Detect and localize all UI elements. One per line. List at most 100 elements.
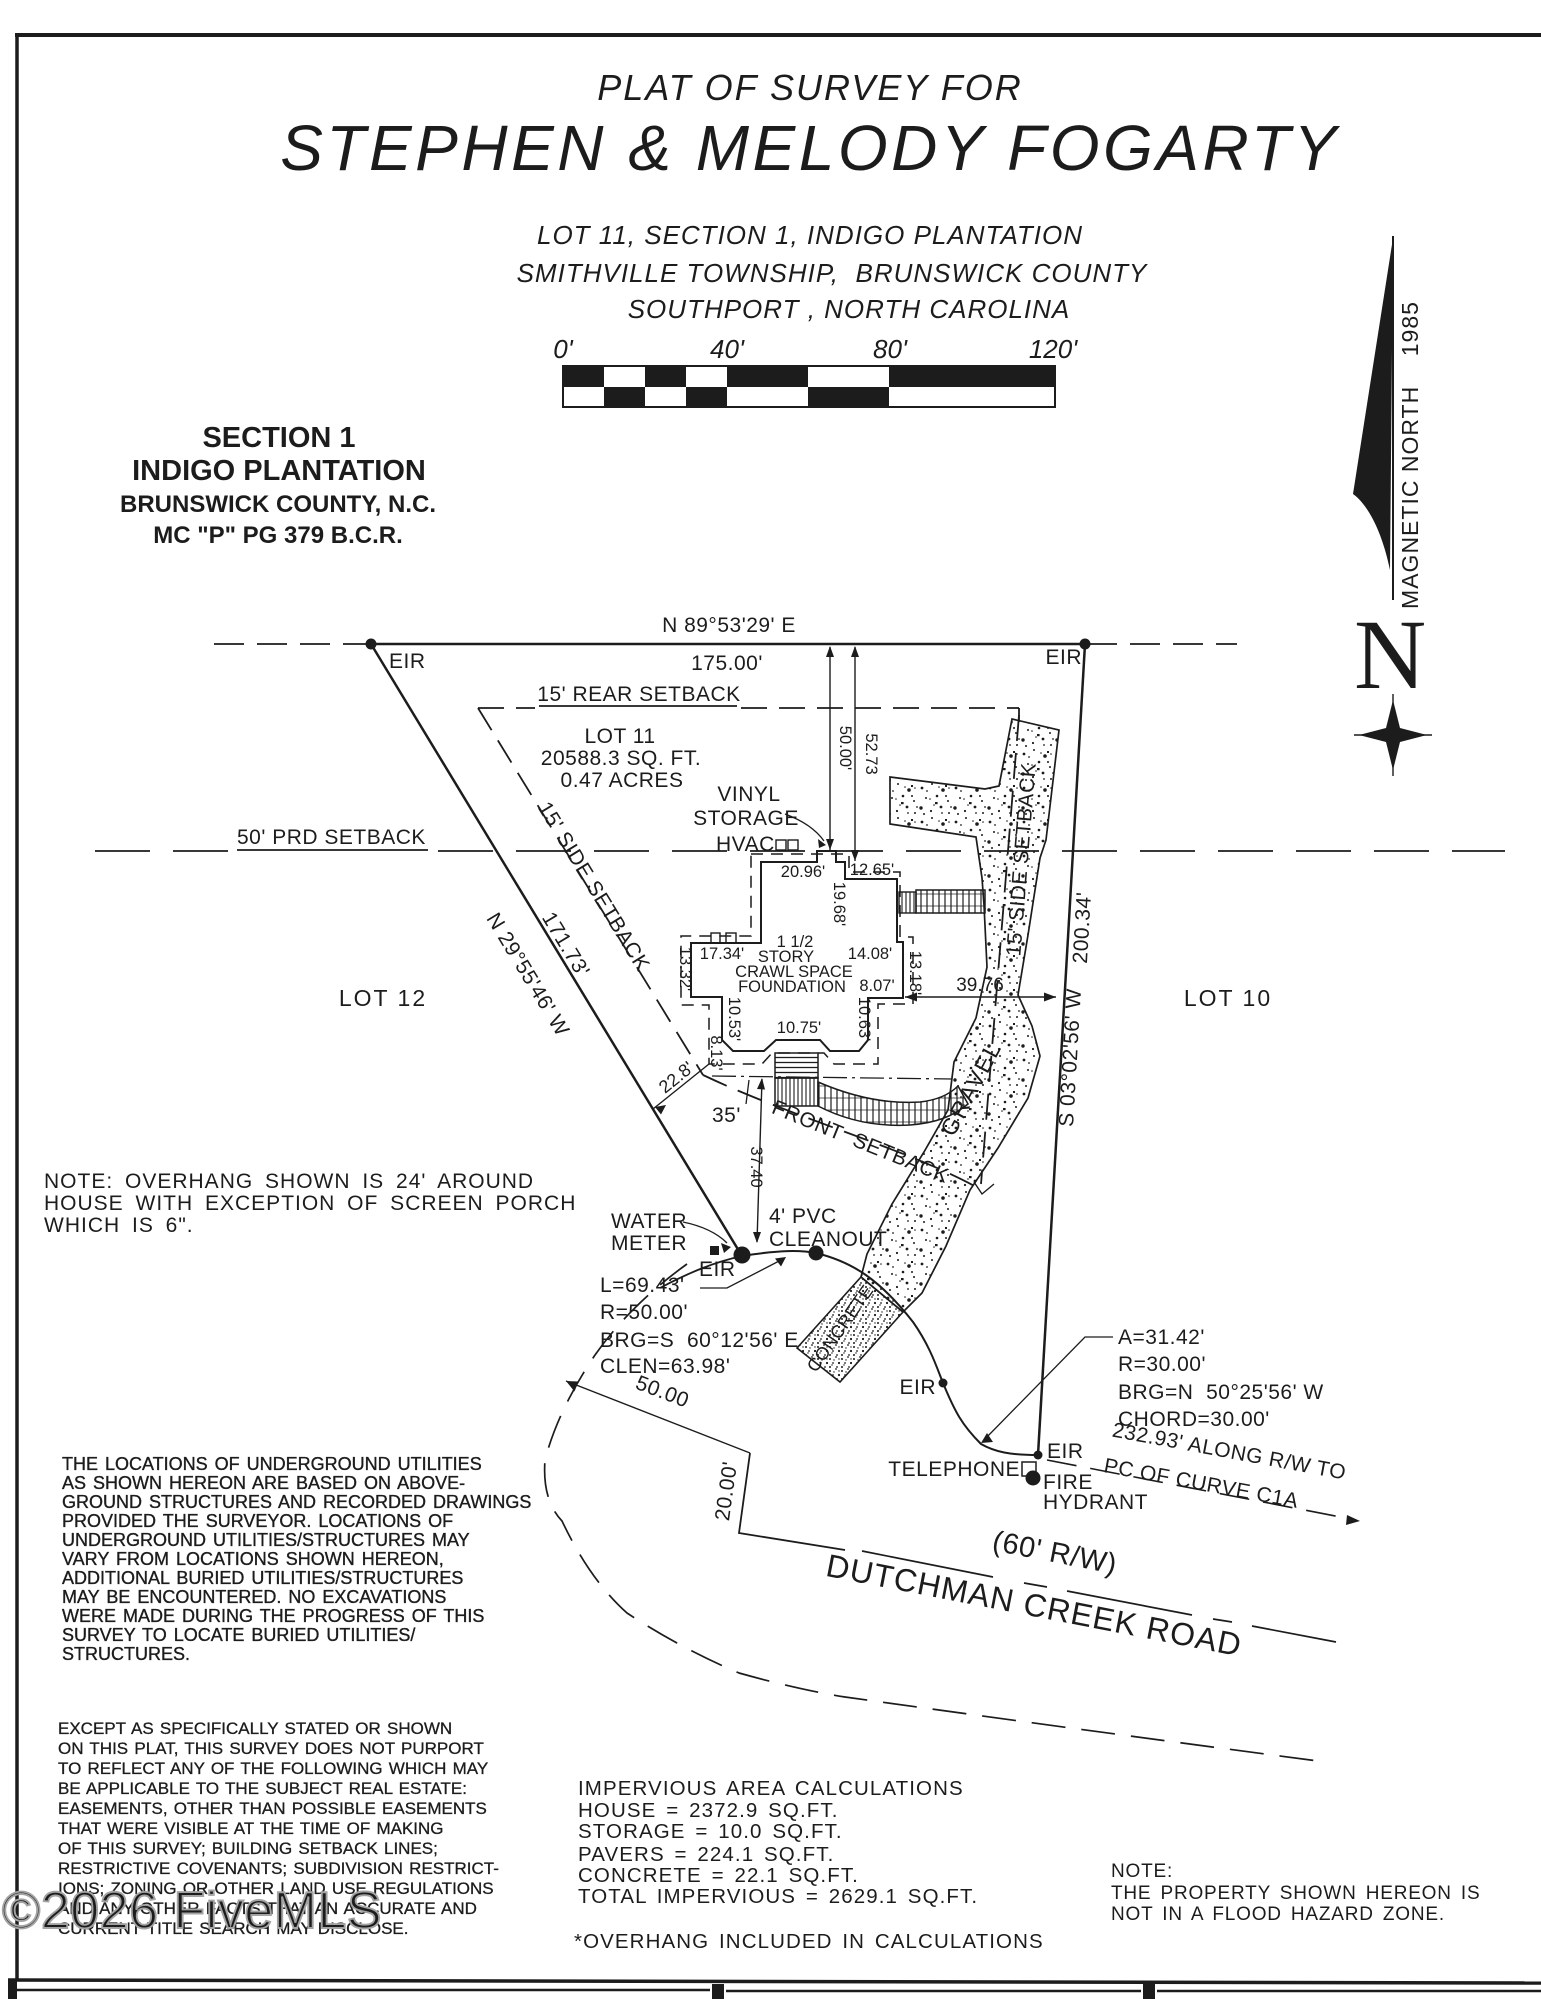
svg-text:10.75': 10.75' (777, 1019, 821, 1037)
svg-text:12.65': 12.65' (850, 861, 894, 879)
svg-text:R=50.00': R=50.00' (600, 1301, 688, 1324)
svg-text:175.00': 175.00' (691, 652, 763, 675)
svg-text:WATER: WATER (611, 1210, 687, 1233)
svg-text:50' PRD SETBACK: 50' PRD SETBACK (237, 826, 426, 849)
svg-text:FOUNDATION: FOUNDATION (738, 978, 846, 996)
svg-text:HYDRANT: HYDRANT (1043, 1491, 1148, 1514)
svg-text:*OVERHANG INCLUDED IN CALCULAT: *OVERHANG INCLUDED IN CALCULATIONS (574, 1930, 1044, 1953)
svg-text:50.00': 50.00' (836, 726, 854, 770)
svg-text:BRG=S 60°12'56' E: BRG=S 60°12'56' E (600, 1329, 799, 1352)
svg-text:EASEMENTS, OTHER THAN POSSIBLE: EASEMENTS, OTHER THAN POSSIBLE EASEMENTS (58, 1799, 487, 1818)
svg-text:AS SHOWN HEREON ARE BASED ON A: AS SHOWN HEREON ARE BASED ON ABOVE- (62, 1473, 465, 1493)
svg-text:8.07': 8.07' (859, 977, 894, 995)
svg-text:40': 40' (710, 334, 745, 364)
svg-text:SOUTHPORT , NORTH CAROLINA: SOUTHPORT , NORTH CAROLINA (628, 294, 1071, 324)
svg-text:AND ANY OTHER FACTS THAT AN AC: AND ANY OTHER FACTS THAT AN ACCURATE AND (58, 1899, 477, 1918)
svg-text:WHICH IS 6".: WHICH IS 6". (44, 1214, 194, 1237)
svg-text:HOUSE WITH EXCEPTION OF SCREEN: HOUSE WITH EXCEPTION OF SCREEN PORCH (44, 1192, 576, 1215)
svg-text:INDIGO PLANTATION: INDIGO PLANTATION (132, 455, 426, 487)
svg-text:10.63': 10.63' (855, 997, 873, 1041)
svg-text:LOT 12: LOT 12 (339, 985, 427, 1011)
svg-text:EIR: EIR (1045, 646, 1082, 669)
svg-text:8.13': 8.13' (707, 1035, 725, 1070)
svg-text:13.32': 13.32' (676, 947, 694, 991)
svg-text:TELEPHONE: TELEPHONE (888, 1458, 1020, 1481)
svg-text:R=30.00': R=30.00' (1118, 1353, 1206, 1376)
svg-text:PAVERS = 224.1 SQ.FT.: PAVERS = 224.1 SQ.FT. (578, 1843, 834, 1866)
svg-text:WERE MADE DURING THE PROGRESS: WERE MADE DURING THE PROGRESS OF THIS (62, 1606, 484, 1626)
svg-text:MAGNETIC NORTH 1985: MAGNETIC NORTH 1985 (1397, 301, 1423, 609)
svg-text:SMITHVILLE TOWNSHIP, BRUNSWIC: SMITHVILLE TOWNSHIP, BRUNSWICK COUNTY (517, 258, 1148, 288)
svg-text:14.08': 14.08' (848, 945, 892, 963)
svg-text:120': 120' (1029, 334, 1078, 364)
svg-text:EIR: EIR (1047, 1440, 1084, 1463)
svg-text:20.00': 20.00' (711, 1460, 742, 1522)
svg-text:THAT WERE VISIBLE AT THE TIME: THAT WERE VISIBLE AT THE TIME OF MAKING (58, 1819, 444, 1838)
svg-text:GROUND STRUCTURES AND RECORDED: GROUND STRUCTURES AND RECORDED DRAWINGS (62, 1492, 531, 1512)
svg-text:CLEN=63.98': CLEN=63.98' (600, 1355, 730, 1378)
svg-text:VINYL: VINYL (717, 783, 780, 806)
svg-text:0.47 ACRES: 0.47 ACRES (561, 769, 684, 792)
svg-text:20588.3 SQ. FT.: 20588.3 SQ. FT. (541, 747, 701, 770)
svg-text:13.18': 13.18' (906, 951, 924, 995)
svg-text:37.40: 37.40 (747, 1146, 765, 1187)
svg-text:CRAWL SPACE: CRAWL SPACE (735, 963, 853, 981)
svg-text:STORY: STORY (758, 948, 814, 966)
svg-text:(60' R/W): (60' R/W) (990, 1525, 1120, 1580)
svg-text:STORAGE: STORAGE (693, 807, 799, 830)
svg-text:LOT 10: LOT 10 (1184, 985, 1272, 1011)
svg-text:SECTION 1: SECTION 1 (202, 422, 355, 454)
svg-text:NOTE: OVERHANG SHOWN IS 24' AR: NOTE: OVERHANG SHOWN IS 24' AROUND (44, 1170, 534, 1193)
svg-text:NOTE:: NOTE: (1111, 1861, 1173, 1882)
svg-text:1 1/2: 1 1/2 (777, 933, 814, 951)
svg-text:OF THIS SURVEY; BUILDING SETBA: OF THIS SURVEY; BUILDING SETBACK LINES; (58, 1839, 438, 1858)
svg-text:N: N (1354, 599, 1426, 710)
svg-text:UNDERGROUND UTILITIES/STRUCTUR: UNDERGROUND UTILITIES/STRUCTURES MAY (62, 1530, 470, 1550)
svg-text:VARY FROM LOCATIONS SHOWN HERE: VARY FROM LOCATIONS SHOWN HEREON, (62, 1549, 444, 1569)
svg-text:BRUNSWICK COUNTY, N.C.: BRUNSWICK COUNTY, N.C. (120, 491, 436, 518)
svg-text:ADDITIONAL BURIED UTILITIES/ST: ADDITIONAL BURIED UTILITIES/STRUCTURES (62, 1568, 463, 1588)
svg-text:20.96': 20.96' (781, 863, 825, 881)
svg-text:22.8': 22.8' (655, 1057, 697, 1097)
svg-text:TO REFLECT ANY OF THE FOLLOWIN: TO REFLECT ANY OF THE FOLLOWING WHICH MA… (58, 1759, 488, 1778)
svg-text:EXCEPT AS SPECIFICALLY STATED: EXCEPT AS SPECIFICALLY STATED OR SHOWN (58, 1719, 452, 1738)
svg-text:0': 0' (553, 334, 573, 364)
svg-text:CURRENT TITLE SEARCH MAY DISCL: CURRENT TITLE SEARCH MAY DISCLOSE. (58, 1919, 408, 1938)
svg-text:THE PROPERTY SHOWN HEREON IS: THE PROPERTY SHOWN HEREON IS (1111, 1883, 1480, 1904)
svg-text:©2026 FiveMLS: ©2026 FiveMLS (2, 1882, 382, 1940)
svg-text:52.73: 52.73 (862, 733, 880, 774)
svg-text:S 03°02'56' W: S 03°02'56' W (1055, 988, 1086, 1128)
svg-text:TOTAL IMPERVIOUS = 2629.1 SQ.F: TOTAL IMPERVIOUS = 2629.1 SQ.FT. (578, 1885, 978, 1908)
svg-text:15' SIDE SETBACK: 15' SIDE SETBACK (533, 798, 654, 975)
svg-text:CONCRETE = 22.1 SQ.FT.: CONCRETE = 22.1 SQ.FT. (578, 1864, 859, 1887)
svg-text:BE APPLICABLE TO THE SUBJECT R: BE APPLICABLE TO THE SUBJECT REAL ESTATE… (58, 1779, 467, 1798)
svg-text:L=69.43': L=69.43' (600, 1274, 685, 1297)
svg-text:CLEANOUT: CLEANOUT (769, 1228, 887, 1251)
svg-text:A=31.42': A=31.42' (1118, 1326, 1205, 1349)
svg-text:80': 80' (873, 334, 908, 364)
svg-text:200.34': 200.34' (1069, 891, 1096, 964)
svg-text:N 89°53'29' E: N 89°53'29' E (662, 614, 796, 637)
svg-text:CHORD=30.00': CHORD=30.00' (1118, 1408, 1270, 1431)
svg-text:STRUCTURES.: STRUCTURES. (62, 1644, 190, 1664)
svg-text:LOT 11, SECTION 1, INDIGO PLAN: LOT 11, SECTION 1, INDIGO PLANTATION (537, 220, 1083, 250)
svg-text:ON THIS PLAT, THIS SURVEY DOES: ON THIS PLAT, THIS SURVEY DOES NOT PURPO… (58, 1739, 484, 1758)
svg-text:171.73': 171.73' (537, 908, 594, 981)
svg-text:4' PVC: 4' PVC (769, 1205, 837, 1228)
svg-text:PLAT OF SURVEY FOR: PLAT OF SURVEY FOR (597, 67, 1022, 108)
svg-text:THE LOCATIONS OF UNDERGROUND U: THE LOCATIONS OF UNDERGROUND UTILITIES (62, 1454, 482, 1474)
svg-text:STEPHEN & MELODY FOGARTY: STEPHEN & MELODY FOGARTY (280, 112, 1340, 184)
svg-text:SURVEY TO LOCATE BURIED UTILIT: SURVEY TO LOCATE BURIED UTILITIES/ (62, 1625, 415, 1645)
svg-text:METER: METER (611, 1232, 687, 1255)
svg-text:STORAGE = 10.0 SQ.FT.: STORAGE = 10.0 SQ.FT. (578, 1820, 843, 1843)
svg-text:EIR: EIR (699, 1258, 736, 1281)
svg-text:LOT 11: LOT 11 (584, 725, 655, 748)
svg-text:10.53': 10.53' (725, 997, 743, 1041)
svg-text:35': 35' (712, 1104, 741, 1127)
svg-text:IMPERVIOUS AREA CALCULATIONS: IMPERVIOUS AREA CALCULATIONS (578, 1777, 964, 1800)
svg-text:EIR: EIR (389, 650, 426, 673)
svg-text:MC "P" PG 379 B.C.R.: MC "P" PG 379 B.C.R. (153, 522, 402, 549)
svg-text:PROVIDED THE SURVEYOR. LOCATIO: PROVIDED THE SURVEYOR. LOCATIONS OF (62, 1511, 453, 1531)
svg-text:15' REAR SETBACK: 15' REAR SETBACK (537, 683, 740, 706)
svg-text:FIRE: FIRE (1043, 1471, 1093, 1494)
